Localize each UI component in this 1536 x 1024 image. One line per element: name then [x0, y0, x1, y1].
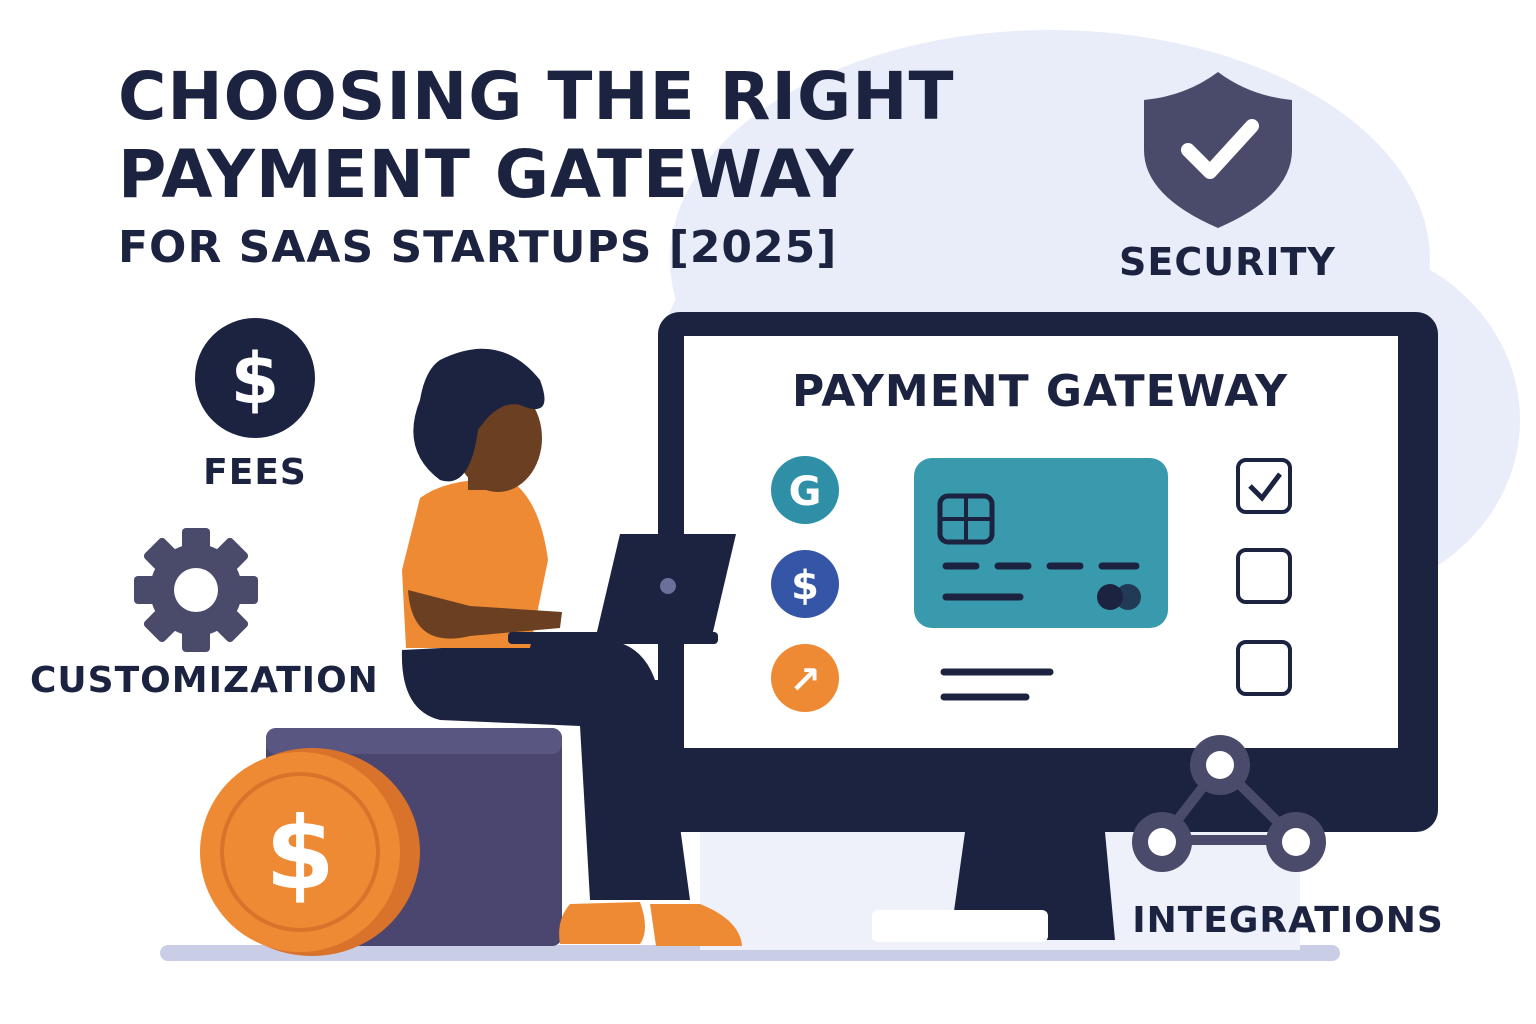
person-illustration — [401, 348, 742, 946]
text-lines — [940, 668, 1054, 701]
fees-coin-icon: $ — [195, 318, 315, 438]
page-title: CHOOSING THE RIGHT PAYMENT GATEWAY — [118, 58, 1018, 214]
checkbox-3 — [1236, 640, 1292, 696]
title-line-2: PAYMENT GATEWAY — [118, 136, 855, 213]
svg-text:$: $ — [265, 795, 335, 912]
provider-dollar-icon — [771, 550, 839, 618]
shield-check-icon — [1144, 72, 1292, 228]
checkbox-list — [1236, 458, 1292, 696]
provider-glyph: ↗ — [789, 658, 821, 702]
customization-label: CUSTOMIZATION — [30, 660, 379, 701]
checkbox-2 — [1236, 548, 1292, 604]
page-subtitle: FOR SAAS STARTUPS [2025] — [118, 222, 838, 273]
provider-list: G $ ↗ — [771, 456, 839, 712]
big-coin-icon: $ — [200, 748, 420, 956]
fees-label: FEES — [203, 452, 307, 493]
monitor-title: PAYMENT GATEWAY — [792, 366, 1288, 417]
checkmark-icon — [1248, 472, 1282, 502]
provider-g-icon — [771, 456, 839, 524]
checkbox-1 — [1236, 458, 1292, 514]
svg-text:$: $ — [231, 338, 280, 420]
provider-arrow-icon — [771, 644, 839, 712]
integrations-network-icon — [1132, 735, 1326, 872]
gear-icon — [134, 528, 258, 652]
title-line-1: CHOOSING THE RIGHT — [118, 58, 955, 135]
credit-card-icon — [914, 458, 1168, 628]
security-label: SECURITY — [1119, 240, 1336, 284]
integrations-label: INTEGRATIONS — [1132, 900, 1444, 941]
provider-glyph: $ — [791, 563, 819, 609]
provider-glyph: G — [789, 469, 822, 515]
